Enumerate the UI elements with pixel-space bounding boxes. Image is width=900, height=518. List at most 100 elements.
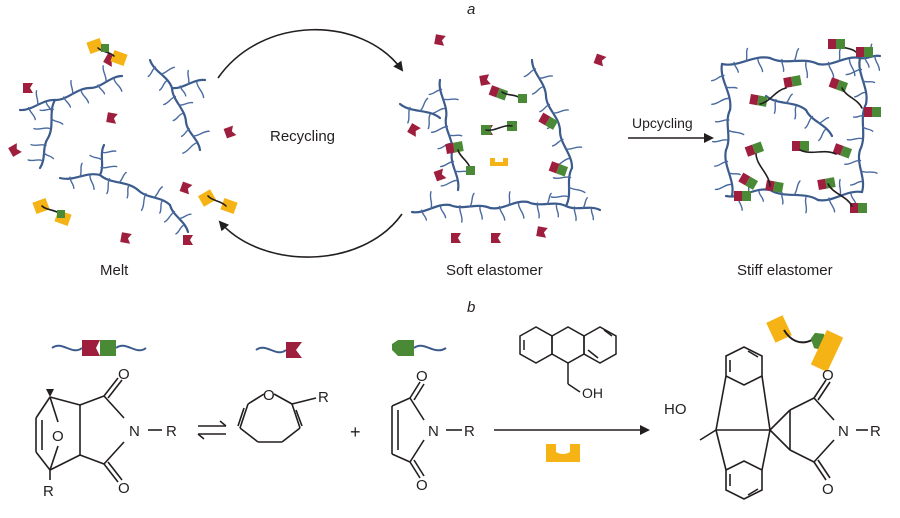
polymer-side-chain bbox=[126, 185, 130, 199]
polymer-side-chain bbox=[33, 127, 51, 130]
bridge-wedge bbox=[46, 389, 54, 397]
polymer-side-chain bbox=[27, 159, 43, 162]
polymer-side-chain bbox=[439, 160, 455, 168]
polymer-side-chain bbox=[407, 106, 411, 124]
polymer-side-chain bbox=[818, 128, 827, 142]
polymer-side-chain bbox=[89, 175, 95, 191]
anthracene-crosslinker bbox=[32, 197, 50, 215]
adduct-furan bbox=[864, 107, 872, 117]
polymer-side-chain bbox=[429, 191, 433, 210]
adduct-maleimide bbox=[864, 47, 873, 57]
polymer-side-chain bbox=[785, 93, 793, 104]
polymer-side-chain bbox=[442, 98, 459, 101]
adduct-maleimide bbox=[836, 39, 845, 49]
polymer-side-chain bbox=[845, 68, 863, 76]
furan-end-group bbox=[120, 232, 132, 244]
maleimide-r: R bbox=[464, 423, 475, 440]
maleimide-end bbox=[518, 94, 527, 103]
polymer-side-chain bbox=[469, 192, 475, 208]
adduct-maleimide bbox=[752, 141, 765, 155]
product-o-bottom: O bbox=[822, 481, 834, 498]
anthracene-crosslinker-icon bbox=[766, 315, 844, 373]
polymer-side-chain bbox=[80, 90, 90, 104]
maleimide-end bbox=[101, 44, 109, 52]
furan-end-group bbox=[8, 143, 22, 157]
polymer-side-chain bbox=[714, 119, 730, 123]
polymer-side-chain bbox=[420, 209, 428, 221]
adduct-r-on-n: R bbox=[166, 423, 177, 440]
polymer-side-chain bbox=[552, 109, 569, 114]
furan-end-group bbox=[407, 123, 421, 137]
anthracene-methanol-molecule bbox=[519, 326, 617, 393]
polymer-side-chain bbox=[550, 195, 569, 199]
bismaleimide-linker bbox=[485, 124, 513, 132]
furan-molecule bbox=[237, 393, 317, 443]
bismaleimide-linker bbox=[759, 87, 787, 105]
polymer-side-chain bbox=[725, 86, 738, 89]
maleimide-o-top: O bbox=[416, 368, 428, 385]
bismaleimide-linker bbox=[457, 149, 471, 169]
furan-end-group bbox=[106, 112, 118, 124]
polymer-side-chain bbox=[828, 197, 836, 213]
product-r: R bbox=[870, 423, 881, 440]
polymer-side-chain bbox=[827, 61, 835, 78]
polymer-side-chain bbox=[804, 196, 808, 214]
polymer-side-chain bbox=[864, 56, 870, 68]
maleimide-chain-icon bbox=[392, 340, 447, 356]
adduct-maleimide bbox=[545, 116, 559, 130]
polymer-side-chain bbox=[192, 130, 210, 137]
stiff-elastomer-label: Stiff elastomer bbox=[737, 262, 833, 279]
polymer-side-chain bbox=[28, 106, 37, 121]
polymer-side-chain bbox=[531, 86, 544, 95]
polymer-side-chain bbox=[196, 81, 205, 99]
polymer-side-chain bbox=[590, 208, 595, 221]
polymer-side-chain bbox=[710, 74, 725, 82]
polymer-side-chain bbox=[178, 101, 194, 106]
polymer-side-chain bbox=[849, 180, 863, 186]
polymer-side-chain bbox=[97, 84, 106, 95]
polymer-side-chain bbox=[582, 197, 588, 209]
polymer-side-chain bbox=[50, 118, 64, 125]
product-o-top: O bbox=[822, 367, 834, 384]
polymer-side-chain bbox=[794, 105, 797, 120]
polymer-side-chain bbox=[30, 143, 47, 147]
polymer-side-chain bbox=[79, 162, 83, 178]
adduct-carbonyl-o-bottom: O bbox=[118, 480, 130, 497]
polymer-side-chain bbox=[182, 142, 198, 154]
polymer-side-chain bbox=[39, 108, 54, 112]
polymer-side-chain bbox=[35, 90, 39, 106]
polymer-side-chain bbox=[838, 48, 841, 62]
polymer-side-chain bbox=[773, 98, 777, 114]
melt-label: Melt bbox=[100, 262, 129, 279]
adduct-furan bbox=[738, 172, 751, 186]
polymer-side-chain bbox=[523, 68, 537, 78]
polymer-side-chain bbox=[733, 61, 739, 73]
adduct-furan bbox=[538, 112, 551, 126]
polymer-side-chain bbox=[63, 96, 72, 108]
polymer-side-chain bbox=[172, 112, 184, 122]
furan-oxygen: O bbox=[263, 387, 275, 404]
polymer-side-chain bbox=[758, 190, 765, 202]
adduct-chain-icon bbox=[51, 340, 147, 356]
adduct-maleimide bbox=[791, 75, 802, 87]
bismaleimide-linker bbox=[841, 87, 863, 109]
furan-end-group bbox=[593, 53, 607, 67]
adduct-furan bbox=[817, 178, 827, 190]
furan-end-group bbox=[434, 34, 446, 46]
adduct-furan bbox=[749, 94, 759, 106]
polymer-side-chain bbox=[140, 193, 147, 212]
polymer-side-chain bbox=[538, 75, 553, 79]
diels-alder-adduct-molecule bbox=[35, 377, 162, 483]
adduct-maleimide bbox=[773, 181, 784, 193]
polymer-side-chain bbox=[860, 170, 878, 174]
polymer-side-chain bbox=[439, 206, 447, 219]
polymer-side-chain bbox=[846, 137, 863, 141]
adduct-maleimide bbox=[858, 203, 867, 213]
product-ho: HO bbox=[664, 401, 687, 418]
furan-end-group bbox=[479, 74, 491, 86]
anthracene-crosslinker bbox=[110, 49, 128, 67]
product-nitrogen: N bbox=[838, 423, 849, 440]
polymer-side-chain bbox=[102, 150, 117, 154]
polymer-side-chain bbox=[862, 126, 874, 132]
